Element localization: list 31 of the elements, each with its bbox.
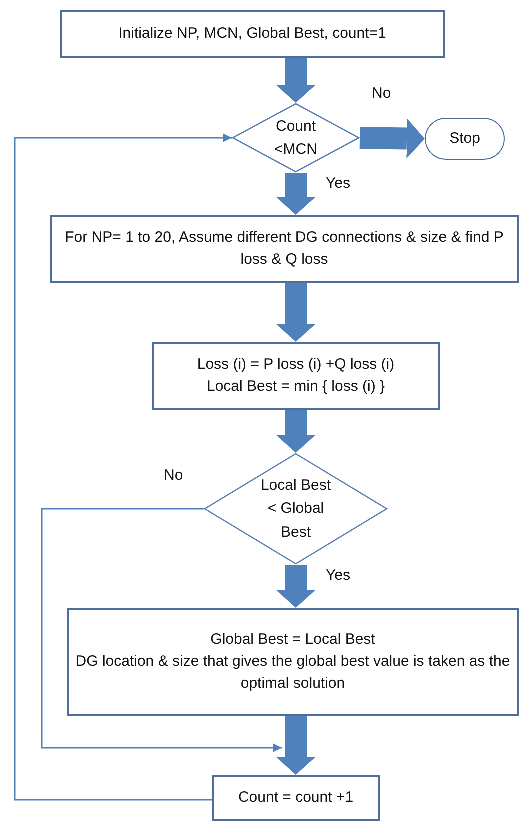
- block-arrow: [276, 565, 316, 608]
- process-box: [50, 215, 519, 283]
- arrow: [41, 508, 282, 752]
- decision-diamond: [232, 103, 360, 173]
- edge-label: Yes: [324, 176, 352, 191]
- box-text: For NP= 1 to 20, Assume different DG connections & size & find P loss & Q loss: [64, 228, 505, 270]
- terminal-box: [425, 118, 505, 160]
- block-arrow: [360, 118, 425, 159]
- box-text: Local Best = min { loss (i) }: [207, 377, 385, 397]
- process-box: [212, 775, 380, 821]
- box-text: Stop: [450, 129, 480, 150]
- box-text: Loss (i) = P loss (i) +Q loss (i): [197, 355, 395, 376]
- process-box: [60, 10, 445, 58]
- block-arrow: [276, 58, 316, 103]
- arrow: [14, 134, 232, 801]
- decision-text: Count <MCN: [274, 116, 318, 160]
- box-text: Initialize NP, MCN, Global Best, count=1: [118, 24, 386, 44]
- block-arrow: [276, 173, 316, 215]
- edge-label: No: [162, 468, 186, 483]
- box-text: Global Best = Local Best: [210, 630, 376, 650]
- decision-text: Local Best < Global Best: [260, 476, 332, 543]
- edge-label: Yes: [324, 568, 352, 583]
- decision-diamond: [204, 453, 388, 565]
- edge-label: No: [370, 86, 394, 101]
- block-arrow: [276, 283, 316, 342]
- block-arrow: [276, 716, 316, 775]
- block-arrow: [276, 410, 316, 453]
- box-text: DG location & size that gives the global best value is taken as the optimal solution: [74, 652, 512, 694]
- process-box: [67, 608, 519, 716]
- process-box: [152, 342, 440, 410]
- box-text: Count = count +1: [238, 788, 354, 808]
